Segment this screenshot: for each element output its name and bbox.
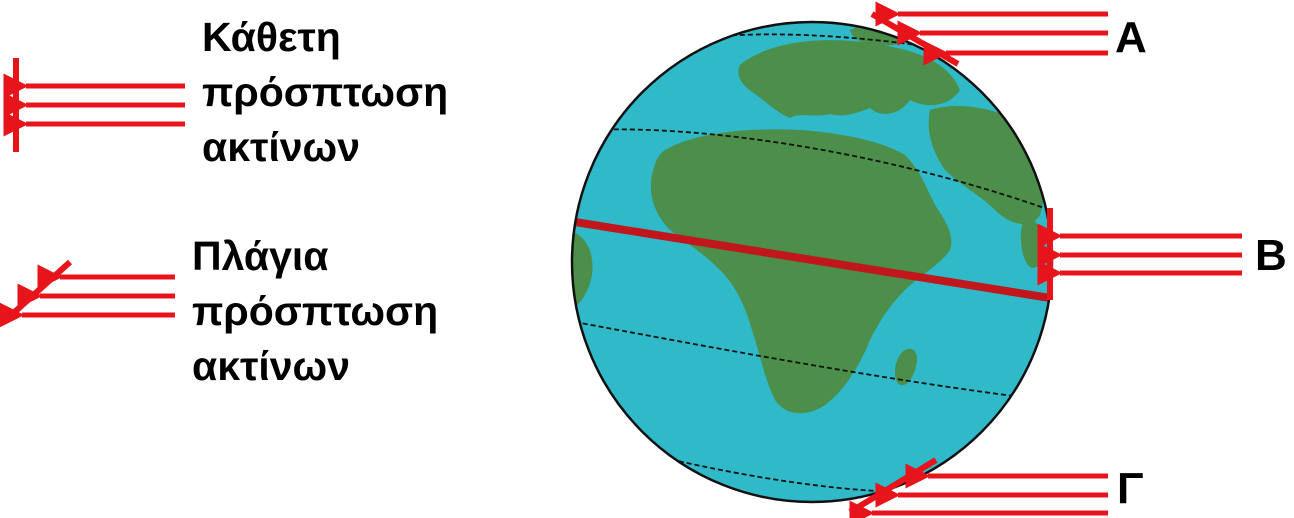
perpendicular-incidence-label: Κάθετη πρόσπτωση ακτίνων bbox=[202, 10, 448, 175]
perpendicular-ray-symbol bbox=[16, 58, 185, 152]
point-label-a: Α bbox=[1115, 16, 1147, 60]
legend-line: Κάθετη bbox=[202, 10, 448, 65]
legend-line: πρόσπτωση bbox=[192, 284, 438, 339]
legend-line: πρόσπτωση bbox=[202, 65, 448, 120]
point-label-c: Γ bbox=[1117, 467, 1143, 511]
legend-line: Πλάγια bbox=[192, 229, 438, 284]
globe bbox=[560, 22, 1052, 502]
point-label-b: Β bbox=[1255, 234, 1287, 278]
rays-point-b bbox=[1050, 208, 1242, 300]
oblique-ray-symbol bbox=[8, 262, 175, 318]
surface-bar bbox=[8, 262, 70, 318]
oblique-incidence-label: Πλάγια πρόσπτωση ακτίνων bbox=[192, 229, 438, 394]
legend-line: ακτίνων bbox=[202, 120, 448, 175]
legend-line: ακτίνων bbox=[192, 339, 438, 394]
